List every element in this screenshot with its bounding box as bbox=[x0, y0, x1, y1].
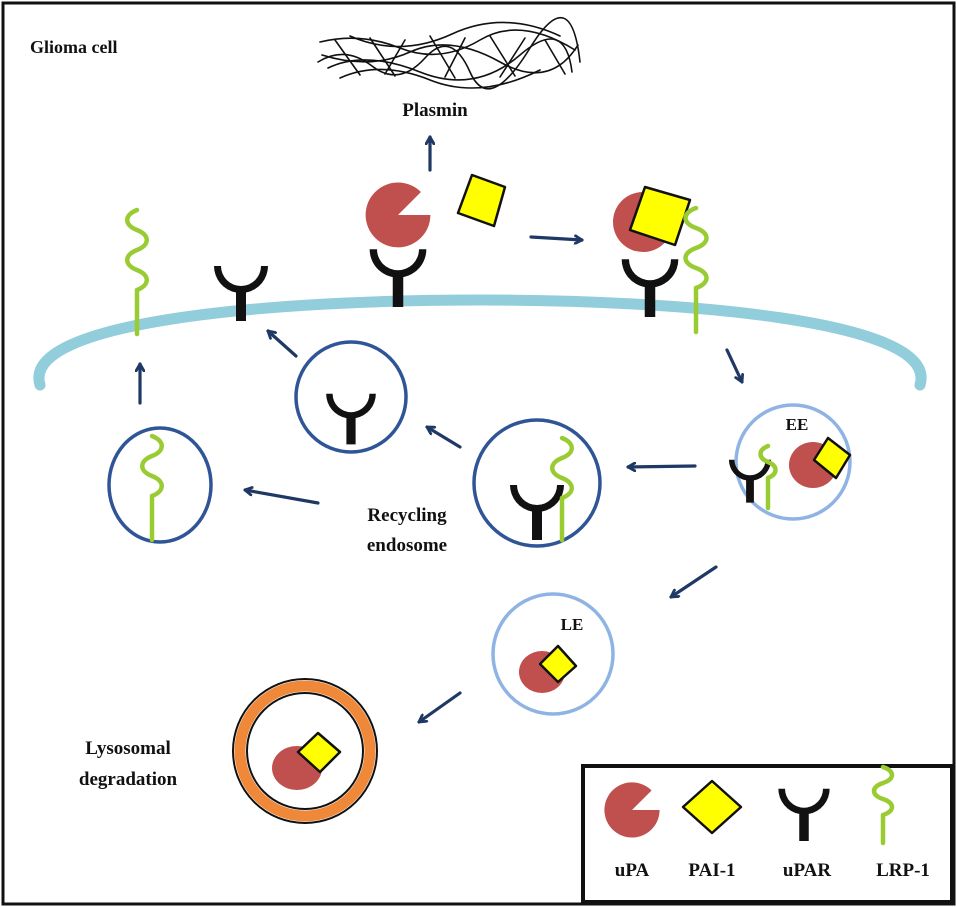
lrp1-surface bbox=[125, 207, 149, 337]
legend-label-lrp1: LRP-1 bbox=[876, 860, 930, 881]
arrow-upar-to-surface bbox=[266, 329, 298, 358]
recycling-endosome bbox=[472, 418, 602, 548]
title-label: Glioma cell bbox=[30, 37, 117, 57]
cell-membrane bbox=[33, 294, 927, 391]
upar-recycling-vesicle bbox=[294, 340, 408, 454]
plasmin-label: Plasmin bbox=[402, 100, 468, 121]
arrow-to-ee bbox=[725, 348, 742, 384]
arrow-to-complex bbox=[529, 237, 584, 240]
arrow-recycling-to-upar-vesicle bbox=[425, 425, 462, 449]
arrow-le-to-lysosome bbox=[417, 691, 462, 724]
lysosome bbox=[232, 678, 378, 824]
arrow-ee-to-recycling bbox=[626, 466, 697, 467]
legend-label-upar: uPAR bbox=[783, 860, 831, 881]
arrow-recycling-to-lrp-vesicle bbox=[243, 490, 320, 505]
le-label: LE bbox=[561, 615, 584, 634]
late-endosome bbox=[491, 592, 615, 716]
pai1-icon bbox=[681, 779, 743, 835]
early-endosome bbox=[728, 403, 852, 521]
legend-label-upa: uPA bbox=[615, 860, 650, 881]
ee-label: EE bbox=[786, 415, 809, 434]
recycling-endosome-label-1: Recycling bbox=[367, 505, 447, 526]
lrp1-recycling-vesicle bbox=[107, 426, 213, 544]
quaternary-complex bbox=[613, 185, 709, 335]
lysosomal-label-2: degradation bbox=[79, 769, 178, 790]
recycling-endosome-label-2: endosome bbox=[367, 535, 447, 556]
lysosomal-label-1: Lysosomal bbox=[85, 738, 171, 759]
legend-label-pai1: PAI-1 bbox=[688, 860, 735, 881]
fibrin-network-icon bbox=[317, 17, 581, 90]
legend: uPA PAI-1 uPAR LRP-1 bbox=[581, 764, 954, 904]
pai1-free bbox=[456, 173, 507, 228]
lrp1-icon bbox=[871, 764, 895, 846]
arrow-ee-to-le bbox=[669, 565, 718, 599]
